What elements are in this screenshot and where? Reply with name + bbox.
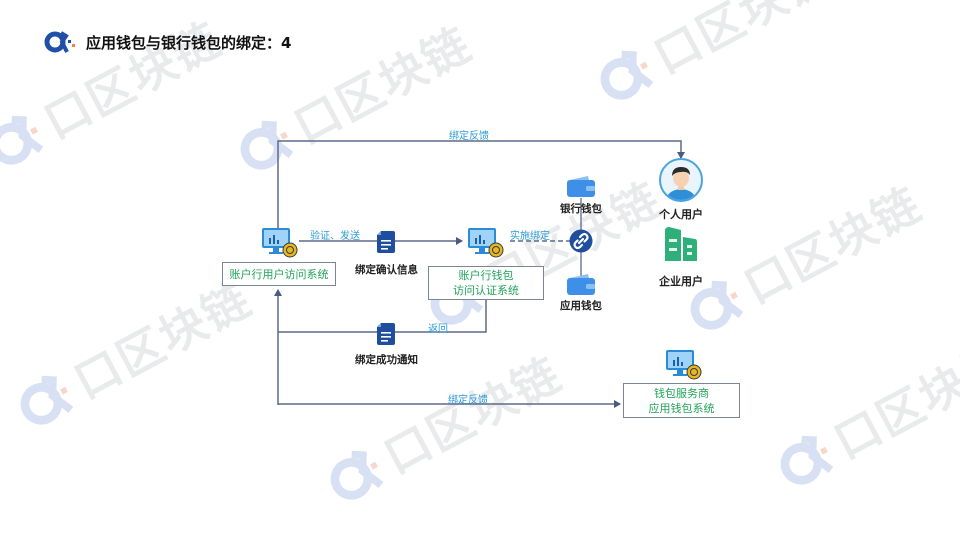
node-app-wallet-label: 应用钱包: [560, 300, 602, 312]
edge-label-bottom-feedback: 绑定反馈: [448, 395, 488, 406]
node-personal-user-label: 个人用户: [659, 208, 703, 221]
building-icon: [665, 227, 697, 261]
node-bank-wallet-auth-system: 账户行钱包 访问认证系统: [428, 266, 544, 300]
node-enterprise-user-label: 企业用户: [659, 275, 703, 288]
node-label: 账户行用户访问系统: [229, 267, 329, 281]
edge-label-return: 返回: [428, 324, 448, 335]
node-account-bank-access-system: 账户行用户访问系统: [222, 262, 336, 286]
edge-top-feedback: [277, 140, 685, 228]
computer-coin-icon: [468, 228, 504, 258]
page-title: 应用钱包与银行钱包的绑定：4: [86, 34, 292, 52]
document-icon: [377, 231, 395, 253]
edge-label-top-feedback: 绑定反馈: [449, 131, 489, 142]
node-label-line2: 应用钱包系统: [648, 401, 715, 415]
node-confirm-info-label: 绑定确认信息: [355, 264, 418, 276]
node-label-line2: 访问认证系统: [453, 284, 519, 297]
node-label-line1: 钱包服务商: [654, 386, 709, 400]
computer-coin-icon: [666, 350, 702, 380]
alpha-logo-icon: [44, 31, 75, 53]
node-success-notice-label: 绑定成功通知: [355, 354, 418, 366]
person-avatar-icon: [659, 158, 703, 202]
computer-coin-icon: [262, 228, 298, 258]
wallet-icon: [567, 274, 595, 295]
node-label-line1: 账户行钱包: [458, 269, 514, 282]
node-bank-wallet-label: 银行钱包: [560, 203, 602, 215]
chain-link-icon: [569, 229, 593, 253]
edge-return: [278, 299, 487, 333]
edge-label-verify-send: 验证、发送: [310, 231, 360, 242]
edge-label-realtime-bind: 实施绑定: [510, 231, 550, 242]
node-wallet-provider-system: 钱包服务商 应用钱包系统: [623, 383, 740, 418]
document-icon: [377, 323, 395, 345]
wallet-icon: [567, 176, 595, 197]
